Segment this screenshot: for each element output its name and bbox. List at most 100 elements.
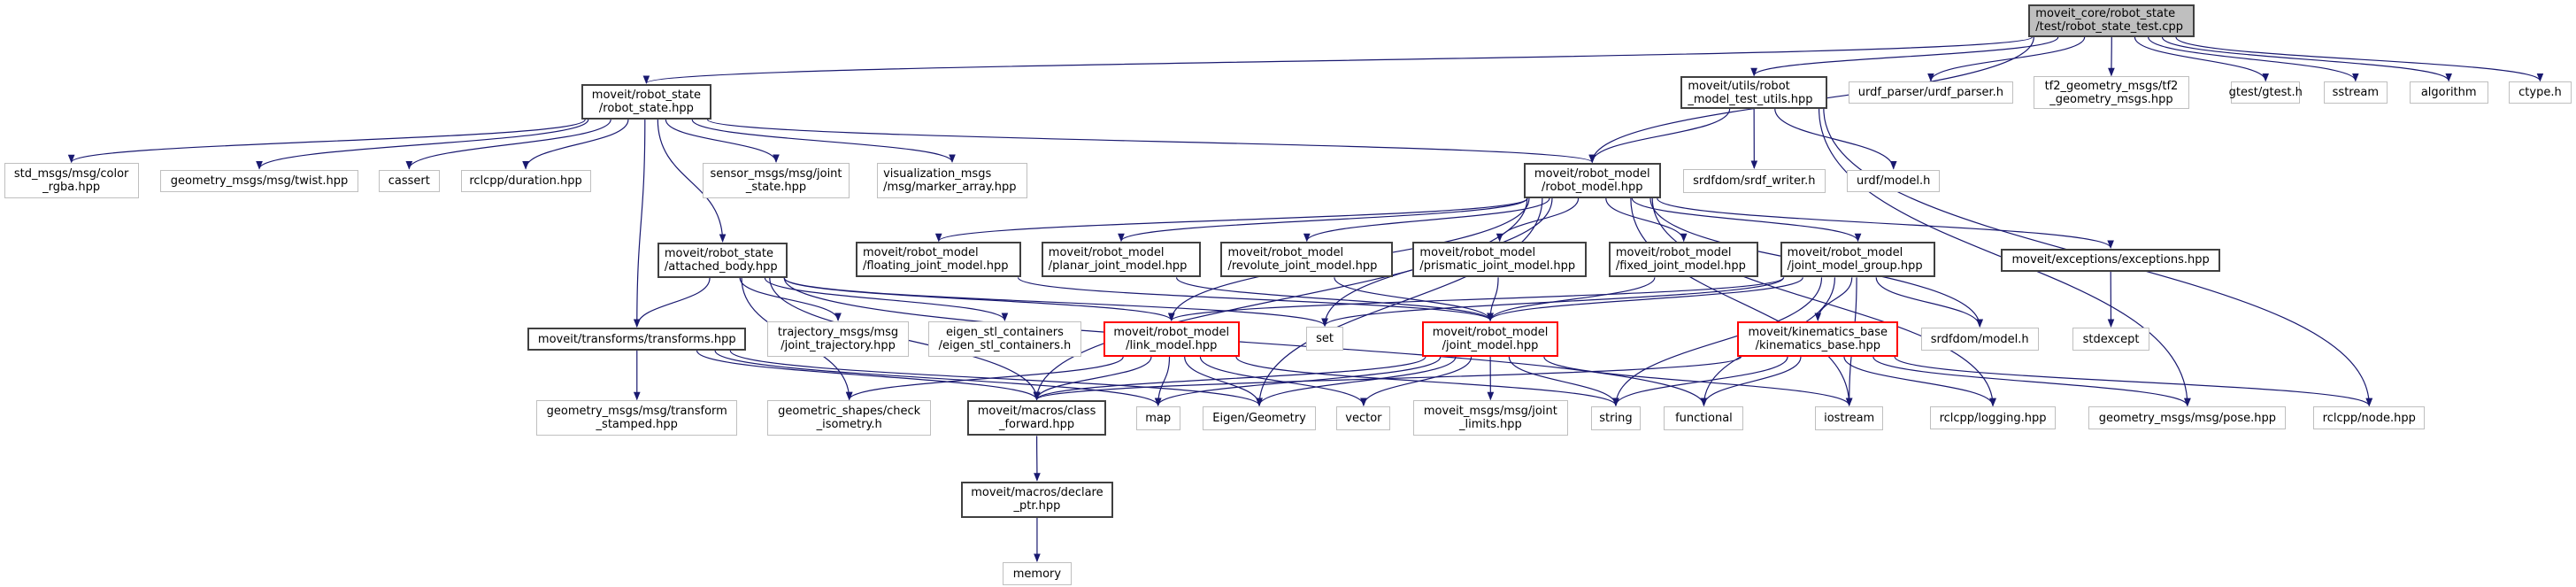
graph-node-urdf-parser[interactable]: urdf_parser/urdf_parser.h [1849,81,2013,104]
graph-node-fixed[interactable]: moveit/robot_model/fixed_joint_model.hpp [1608,242,1759,278]
graph-node-prismatic[interactable]: moveit/robot_model/prismatic_joint_model… [1412,242,1587,278]
graph-node-exceptions[interactable]: moveit/exceptions/exceptions.hpp [2001,249,2220,272]
edge-robot-model-to-logging [1651,197,1996,407]
node-label-line: moveit_core/robot_state [2035,7,2176,21]
graph-node-revolute[interactable]: moveit/robot_model/revolute_joint_model.… [1220,242,1394,278]
graph-node-iostream[interactable]: iostream [1815,406,1883,430]
node-label-line: /joint_model.hpp [1442,339,1539,352]
graph-node-stdexcept[interactable]: stdexcept [2072,328,2149,351]
graph-node-urdf-model[interactable]: urdf/model.h [1847,169,1941,193]
node-label-line: geometric_shapes/check [778,405,921,419]
edge-joint-model-to-iostream [1543,356,1853,406]
graph-node-logging[interactable]: rclcpp/logging.hpp [1930,406,2056,430]
graph-node-srdf-writer[interactable]: srdfdom/srdf_writer.h [1682,169,1826,193]
graph-node-floating[interactable]: moveit/robot_model/floating_joint_model.… [855,242,1022,278]
node-label-line: /robot_model.hpp [1542,181,1643,195]
node-label-line: moveit/macros/declare [971,486,1103,500]
graph-node-eigen-geom[interactable]: Eigen/Geometry [1202,406,1317,430]
graph-node-gtest[interactable]: gtest/gtest.h [2229,81,2303,104]
graph-node-set[interactable]: set [1306,327,1344,351]
graph-node-robot-model[interactable]: moveit/robot_model/robot_model.hpp [1523,163,1661,198]
node-label-line: /link_model.hpp [1126,339,1218,352]
graph-node-map[interactable]: map [1135,406,1180,430]
edge-root-to-robot-state [643,36,2033,84]
node-label-line: ctype.h [2518,86,2562,100]
graph-node-color-rgba[interactable]: std_msgs/msg/color_rgba.hpp [4,163,139,199]
node-label-line: moveit/robot_model [862,246,979,260]
graph-node-sstream[interactable]: sstream [2323,81,2388,104]
graph-node-link-model[interactable]: moveit/robot_model/link_model.hpp [1103,321,1240,357]
node-label-line: /revolute_joint_model.hpp [1227,259,1378,274]
edge-kinematics-to-pose [1872,356,2191,407]
graph-node-class-forward[interactable]: moveit/macros/class_forward.hpp [966,400,1107,436]
graph-node-duration[interactable]: rclcpp/duration.hpp [460,169,591,193]
edge-kinematics-to-functional [1700,356,1802,406]
node-label-line: moveit/robot_model [1432,326,1549,339]
edge-attached-body-to-transforms [633,277,711,328]
node-label-line: moveit/robot_model [1113,326,1230,339]
graph-node-marker-array[interactable]: visualization_msgs/msg/marker_array.hpp [877,163,1027,198]
graph-node-root[interactable]: moveit_core/robot_state/test/robot_state… [2028,4,2195,37]
node-label-line: /floating_joint_model.hpp [862,259,1009,274]
graph-node-check-isometry[interactable]: geometric_shapes/check_isometry.h [767,400,932,436]
graph-node-pose[interactable]: geometry_msgs/msg/pose.hpp [2088,406,2287,430]
edge-robot-state-to-color-rgba [68,119,586,164]
graph-node-eigen-stl[interactable]: eigen_stl_containers/eigen_stl_container… [927,321,1082,357]
node-label-line: moveit/exceptions/exceptions.hpp [2011,253,2210,267]
node-label-line: /planar_joint_model.hpp [1048,259,1188,274]
graph-node-functional[interactable]: functional [1664,406,1744,430]
graph-node-tf2-geom[interactable]: tf2_geometry_msgs/tf2_geometry_msgs.hpp [2034,76,2189,109]
edge-attached-body-to-link-model [783,277,1175,321]
graph-node-jmg[interactable]: moveit/robot_model/joint_model_group.hpp [1780,242,1936,278]
graph-node-kinematics[interactable]: moveit/kinematics_base/kinematics_base.h… [1737,321,1899,357]
node-label-line: moveit/macros/class [977,405,1096,419]
edge-attached-body-to-functional [783,277,1708,406]
node-label-line: cassert [388,174,430,188]
graph-node-robot-state[interactable]: moveit/robot_state/robot_state.hpp [581,84,711,120]
node-label-line: moveit/robot_state [664,247,773,260]
graph-node-test-utils[interactable]: moveit/utils/robot_model_test_utils.hpp [1680,76,1827,109]
graph-node-joint-limits[interactable]: moveit_msgs/msg/joint_limits.hpp [1412,400,1569,436]
edge-robot-model-to-jmg [1631,197,1862,243]
graph-node-string[interactable]: string [1591,406,1641,430]
edge-robot-model-to-class-forward [1033,197,1528,401]
edge-floating-to-joint-model [1017,276,1494,321]
node-label-line: rclcpp/duration.hpp [469,174,582,188]
graph-node-ctype[interactable]: ctype.h [2508,81,2572,104]
edge-link-model-to-check-isometry [845,356,1124,401]
graph-node-transforms[interactable]: moveit/transforms/transforms.hpp [527,328,747,351]
node-label-line: /joint_trajectory.hpp [780,339,896,352]
edge-root-to-algorithm [2161,36,2452,82]
edge-kinematics-to-string [1612,356,1788,406]
edge-robot-model-to-revolute [1303,197,1550,243]
graph-node-joint-state[interactable]: sensor_msgs/msg/joint_state.hpp [702,163,850,198]
edge-robot-state-to-transforms [633,119,646,328]
edge-link-model-to-string [1235,356,1619,406]
edge-robot-model-to-floating [935,197,1528,243]
graph-node-vector[interactable]: vector [1336,406,1391,430]
node-label-line: rclcpp/node.hpp [2322,411,2416,425]
edge-test-utils-to-urdf-model [1774,108,1897,170]
node-label-line: _forward.hpp [998,418,1075,432]
node-label-line: moveit/robot_state [591,89,701,102]
graph-node-traj[interactable]: trajectory_msgs/msg/joint_trajectory.hpp [767,321,910,357]
node-label-line: tf2_geometry_msgs/tf2 [2044,79,2179,93]
node-label-line: algorithm [2420,86,2477,100]
graph-node-joint-model[interactable]: moveit/robot_model/joint_model.hpp [1421,321,1559,357]
graph-node-twist[interactable]: geometry_msgs/msg/twist.hpp [160,169,358,193]
edge-transforms-to-map [714,350,1162,406]
graph-node-declare-ptr[interactable]: moveit/macros/declare_ptr.hpp [960,481,1114,518]
graph-node-srdf-model[interactable]: srdfdom/model.h [1920,328,2039,351]
node-label-line: moveit/robot_model [1048,246,1165,260]
graph-node-planar[interactable]: moveit/robot_model/planar_joint_model.hp… [1041,242,1202,278]
node-label-line: urdf_parser/urdf_parser.h [1857,86,2004,100]
graph-node-node[interactable]: rclcpp/node.hpp [2313,406,2426,430]
graph-node-attached-body[interactable]: moveit/robot_state/attached_body.hpp [657,243,788,278]
edge-robot-state-to-cassert [405,119,611,170]
graph-node-cassert[interactable]: cassert [378,169,441,193]
graph-node-algorithm[interactable]: algorithm [2409,81,2488,104]
graph-node-memory[interactable]: memory [1003,562,1072,586]
graph-node-transform-stamped[interactable]: geometry_msgs/msg/transform_stamped.hpp [536,400,738,436]
edge-robot-state-to-robot-model [706,119,1596,164]
